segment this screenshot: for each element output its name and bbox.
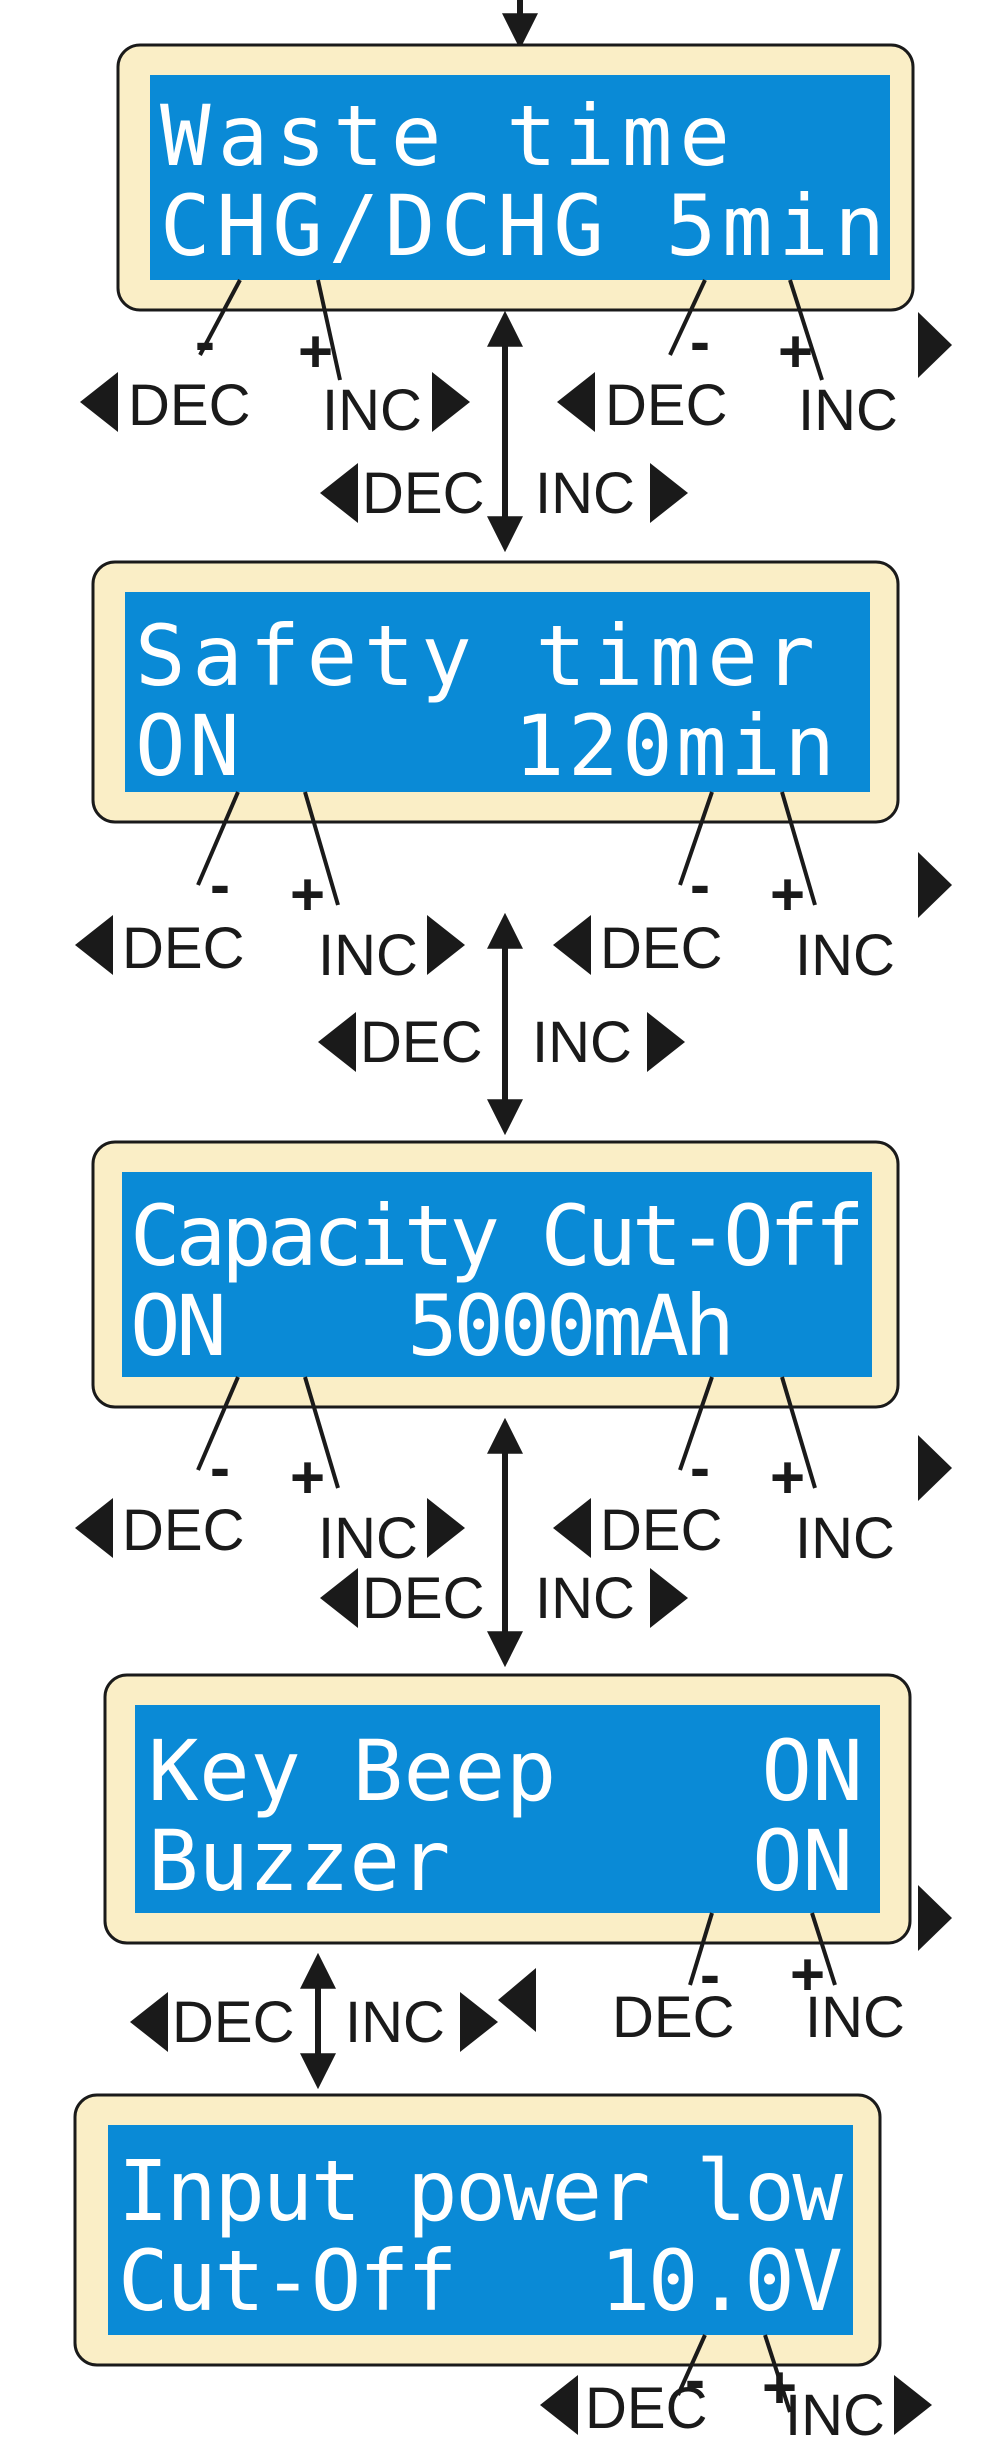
screen4-key-labels: - DEC + INC xyxy=(612,1885,952,2050)
inc-label: INC xyxy=(532,1010,632,1075)
transition-4-5: DEC INC xyxy=(130,1952,536,2090)
minus-sign: - xyxy=(700,1941,720,2008)
minus-sign: - xyxy=(195,308,215,375)
lcd-screen-waste-time: Waste time CHG/DCHG 5min xyxy=(116,43,915,312)
inc-label: INC xyxy=(535,1566,635,1631)
left-triangle-icon xyxy=(320,463,358,523)
lcd-display xyxy=(150,75,890,280)
lcd-line-1: Input power low xyxy=(118,2142,843,2240)
dec-label: DEC xyxy=(600,1498,722,1563)
lcd-line-1: Capacity Cut-Off xyxy=(130,1187,865,1285)
minus-sign: - xyxy=(690,1434,710,1501)
inc-label: INC xyxy=(322,378,422,443)
screen3-key-leads xyxy=(196,1376,817,1489)
right-triangle-icon xyxy=(650,1568,688,1628)
dec-label: DEC xyxy=(122,916,244,981)
inc-label: INC xyxy=(805,1985,905,2050)
lcd-screen-safety-timer: Safety timer ON 120min xyxy=(91,560,900,824)
lcd-line-2: Cut-Off 10.0V xyxy=(118,2232,843,2330)
plus-sign: + xyxy=(790,1941,825,2008)
lcd-display xyxy=(122,1172,872,1377)
right-triangle-icon xyxy=(918,1435,952,1501)
dec-label: DEC xyxy=(128,373,250,438)
dec-label: DEC xyxy=(612,1985,734,2050)
right-triangle-icon xyxy=(650,463,688,523)
right-triangle-icon xyxy=(894,2375,932,2435)
screen3-key-labels: - DEC + INC - DEC + INC xyxy=(75,1434,952,1571)
inc-label: INC xyxy=(345,1990,445,2055)
inc-label: INC xyxy=(795,1506,895,1571)
lcd-display xyxy=(125,592,870,792)
left-triangle-icon xyxy=(498,1968,536,2032)
lcd-display xyxy=(135,1705,880,1913)
left-triangle-icon xyxy=(80,372,118,432)
left-triangle-icon xyxy=(553,1498,591,1558)
right-triangle-icon xyxy=(460,1992,498,2052)
left-triangle-icon xyxy=(318,1012,356,1072)
minus-sign: - xyxy=(690,308,710,375)
lcd-display xyxy=(108,2125,853,2335)
inc-label: INC xyxy=(535,461,635,526)
minus-sign: - xyxy=(210,1434,230,1501)
plus-sign: + xyxy=(770,861,805,928)
right-triangle-icon xyxy=(918,1885,952,1951)
left-triangle-icon xyxy=(540,2375,578,2435)
transition-3-4: DEC INC xyxy=(320,1417,688,1668)
inc-label: INC xyxy=(318,1506,418,1571)
left-triangle-icon xyxy=(75,1498,113,1558)
right-triangle-icon xyxy=(918,312,952,378)
left-triangle-icon xyxy=(75,915,113,975)
dec-label: DEC xyxy=(600,916,722,981)
screen1-key-labels: - DEC + INC - DEC + INC xyxy=(80,308,952,443)
screen2-key-leads xyxy=(196,791,817,906)
plus-sign: + xyxy=(298,318,333,385)
transition-1-2: DEC INC xyxy=(320,310,688,553)
lcd-screen-input-power-low: Input power low Cut-Off 10.0V xyxy=(73,2093,882,2367)
plus-sign: + xyxy=(290,1444,325,1511)
lcd-line-2: Buzzer ON xyxy=(148,1812,853,1910)
left-triangle-icon xyxy=(320,1568,358,1628)
dec-label: DEC xyxy=(122,1498,244,1563)
lcd-screen-key-beep-buzzer: Key Beep ON Buzzer ON xyxy=(103,1673,912,1945)
left-triangle-icon xyxy=(130,1992,168,2052)
plus-sign: + xyxy=(290,861,325,928)
inc-label: INC xyxy=(798,378,898,443)
dec-label: DEC xyxy=(362,1566,484,1631)
lcd-screen-capacity-cut-off: Capacity Cut-Off ON 5000mAh xyxy=(91,1140,900,1409)
minus-sign: - xyxy=(685,2346,705,2413)
plus-sign: + xyxy=(770,1444,805,1511)
inc-label: INC xyxy=(318,923,418,988)
screen5-key-labels: - DEC + INC xyxy=(540,2346,932,2448)
right-triangle-icon xyxy=(432,372,470,432)
inc-label: INC xyxy=(785,2383,885,2448)
screen4-key-leads xyxy=(688,1912,837,1986)
screen2-key-labels: - DEC + INC - DEC + INC xyxy=(75,851,952,988)
minus-sign: - xyxy=(690,851,710,918)
right-triangle-icon xyxy=(918,852,952,918)
dec-label: DEC xyxy=(605,373,727,438)
screen5-key-leads xyxy=(676,2334,792,2413)
right-triangle-icon xyxy=(427,1498,465,1558)
lcd-line-2: ON 120min xyxy=(135,697,835,795)
lcd-line-2: ON 5000mAh xyxy=(130,1277,735,1375)
left-triangle-icon xyxy=(557,372,595,432)
lcd-line-2: CHG/DCHG 5min xyxy=(160,177,885,275)
minus-sign: - xyxy=(210,851,230,918)
left-triangle-icon xyxy=(553,915,591,975)
dec-label: DEC xyxy=(585,2376,707,2441)
dec-label: DEC xyxy=(362,461,484,526)
right-triangle-icon xyxy=(427,915,465,975)
inc-label: INC xyxy=(795,923,895,988)
transition-2-3: DEC INC xyxy=(318,912,685,1136)
dec-label: DEC xyxy=(360,1010,482,1075)
right-triangle-icon xyxy=(647,1012,685,1072)
dec-label: DEC xyxy=(172,1990,294,2055)
screen1-key-leads xyxy=(198,279,824,381)
plus-sign: + xyxy=(778,318,813,385)
lcd-line-1: Key Beep ON xyxy=(148,1722,863,1820)
plus-sign: + xyxy=(762,2354,797,2421)
